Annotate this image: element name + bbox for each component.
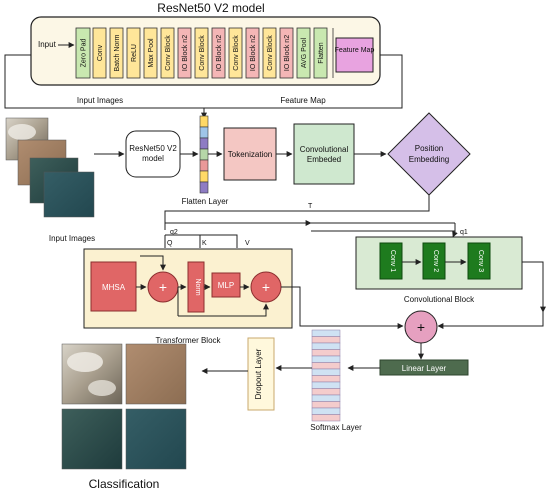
input-images-stack: [5, 117, 95, 218]
resnet-layer-label: IO Block n2: [182, 35, 189, 71]
resnet-layer-label: IO Block n2: [250, 35, 257, 71]
resnet-layer-box: [262, 27, 277, 79]
softmax-stripe: [311, 336, 341, 344]
resnet-layer-label: Batch Norm: [114, 34, 121, 71]
softmax-stripe: [311, 414, 341, 422]
resnet-layer-box: [126, 27, 141, 79]
q-label: Q: [167, 240, 173, 247]
resnet-layer-box: [177, 27, 192, 79]
conv1-label: Conv 1: [389, 250, 396, 272]
softmax-stripe: [311, 381, 341, 389]
plus-2-label: +: [262, 279, 270, 295]
feature-map-label: Feature Map: [280, 96, 326, 105]
flatten-strip-cell: [199, 181, 209, 194]
norm-label: Norm: [194, 278, 201, 295]
conv-embed-box: [293, 123, 355, 185]
dropout-layer-label: Dropout Layer: [254, 348, 263, 399]
resnet-layer-box: [245, 27, 260, 79]
softmax-stripe: [311, 349, 341, 357]
softmax-stripe: [311, 355, 341, 363]
resnet-layer-label: Conv Block: [233, 35, 240, 71]
transformer-block-label: Transformer Block: [155, 336, 221, 345]
softmax-stripe: [311, 375, 341, 383]
resnet-layer-label: Conv Block: [199, 35, 206, 71]
resnet-layer-label: Zero Pad: [81, 38, 88, 67]
feature-map-box-label: Feature Map: [335, 47, 375, 54]
softmax-stripe: [311, 368, 341, 376]
softmax-stripe: [311, 362, 341, 370]
flatten-strip-cell: [199, 148, 209, 161]
flatten-layer-label: Flatten Layer: [182, 197, 229, 206]
tokenization-label: Tokenization: [228, 150, 272, 159]
resnet-layer-box: [92, 27, 107, 79]
resnet-layer-label: AVG Pool: [301, 37, 308, 68]
resnet-layer-label: IO Block n2: [216, 35, 223, 71]
resnet-layer-label: Conv: [97, 44, 104, 61]
softmax-stripe: [311, 407, 341, 415]
resnet-layer-label: ReLU: [131, 44, 138, 62]
resnet-layer-box: [228, 27, 243, 79]
resnet-layer-label: Conv Block: [267, 35, 274, 71]
flatten-strip-cell: [199, 159, 209, 172]
mhsa-label: MHSA: [102, 283, 126, 292]
softmax-stripe: [311, 388, 341, 396]
softmax-stripe: [311, 394, 341, 402]
resnet-layer-box: [296, 27, 311, 79]
classification-images: [61, 343, 187, 470]
input-images-label: Input Images: [49, 234, 95, 243]
resnet-layer-label: IO Block n2: [284, 35, 291, 71]
flatten-layer-strip: [199, 115, 209, 194]
position-embedding-diamond: [387, 112, 471, 196]
resnet-layer-box: [109, 27, 124, 79]
tokenization-box: [223, 127, 277, 181]
resnet-layer-label: Conv Block: [165, 35, 172, 71]
conv3-label: Conv 3: [477, 250, 484, 272]
conv3-box: [467, 242, 491, 280]
resnet-layer-label: Max Pool: [148, 38, 155, 68]
t-label: T: [308, 203, 313, 210]
q1-label: q1: [460, 229, 468, 236]
input-images-top-label: Input Images: [77, 96, 123, 105]
dropout-layer-box: [247, 337, 275, 411]
resnet-layer-box: [194, 27, 209, 79]
conv1-box: [379, 242, 403, 280]
linear-layer-label: Linear Layer: [402, 364, 447, 373]
fusion-plus-label: +: [417, 319, 425, 335]
resnet-layer-box: [75, 27, 91, 79]
softmax-layer-strip: [311, 329, 341, 422]
conv2-box: [422, 242, 446, 280]
softmax-stripe: [311, 401, 341, 409]
flatten-strip-cell: [199, 137, 209, 150]
flatten-strip-cell: [199, 115, 209, 128]
classification-label: Classification: [89, 477, 160, 491]
flatten-strip-cell: [199, 126, 209, 139]
flatten-strip-cell: [199, 170, 209, 183]
mlp-label: MLP: [218, 281, 234, 290]
resnet-title: ResNet50 V2 model: [157, 1, 264, 15]
resnet-input-label: Input: [38, 40, 57, 49]
q2-label: q2: [170, 229, 178, 236]
resnet-layer-box: [313, 27, 328, 79]
v-label: V: [245, 240, 250, 247]
resnet-layer-box: [160, 27, 175, 79]
softmax-stripe: [311, 329, 341, 337]
plus-1-label: +: [159, 279, 167, 295]
resnet-layer-box: [143, 27, 158, 79]
feature-map-box: [335, 37, 374, 73]
softmax-layer-label: Softmax Layer: [310, 423, 362, 432]
resnet-layer-box: [279, 27, 294, 79]
mlp-box: [211, 272, 241, 298]
convolutional-block-label: Convolutional Block: [404, 295, 475, 304]
k-label: K: [202, 240, 207, 247]
conv2-label: Conv 2: [432, 250, 439, 272]
resnet-layer-box: [211, 27, 226, 79]
resnet-layers: Zero Pad Conv Batch Norm ReLU Max Pool Conv B…: [75, 27, 334, 79]
softmax-stripe: [311, 342, 341, 350]
resnet-layer-label: Flatten: [318, 42, 325, 64]
